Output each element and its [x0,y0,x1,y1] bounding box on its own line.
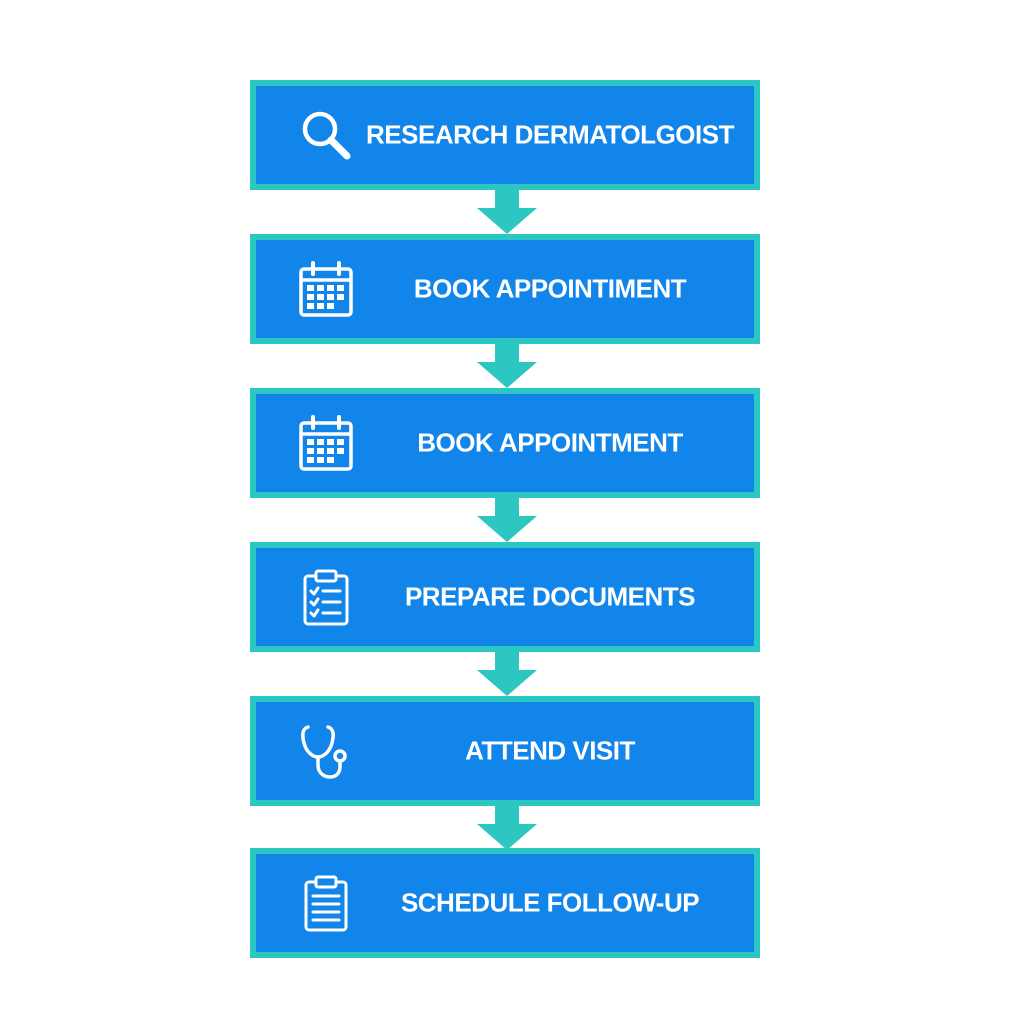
step-label: ATTEND VISIT [465,735,635,766]
step-schedule-follow-up: SCHEDULE FOLLOW-UP [250,848,760,958]
clipboard-icon [296,873,356,933]
step-book-appointiment: BOOK APPOINTIMENT [250,234,760,344]
flow-arrow [475,342,539,390]
calendar-icon [296,413,356,473]
step-label: BOOK APPOINTMENT [417,427,683,458]
magnifier-icon [296,105,356,165]
flow-arrow [475,804,539,852]
step-label: SCHEDULE FOLLOW-UP [400,887,700,918]
flow-arrow [475,650,539,698]
flow-arrow [475,188,539,236]
flow-arrow [475,496,539,544]
step-label: BOOK APPOINTIMENT [413,273,687,304]
step-label: RESEARCH DERMATOLGOIST [366,119,734,150]
stethoscope-icon [296,721,356,781]
checklist-clipboard-icon [296,567,356,627]
calendar-icon [296,259,356,319]
step-attend-visit: ATTEND VISIT [250,696,760,806]
step-label: PREPARE DOCUMENTS [404,581,696,612]
step-book-appointment: BOOK APPOINTMENT [250,388,760,498]
step-research-dermatologist: RESEARCH DERMATOLGOIST [250,80,760,190]
step-prepare-documents: PREPARE DOCUMENTS [250,542,760,652]
